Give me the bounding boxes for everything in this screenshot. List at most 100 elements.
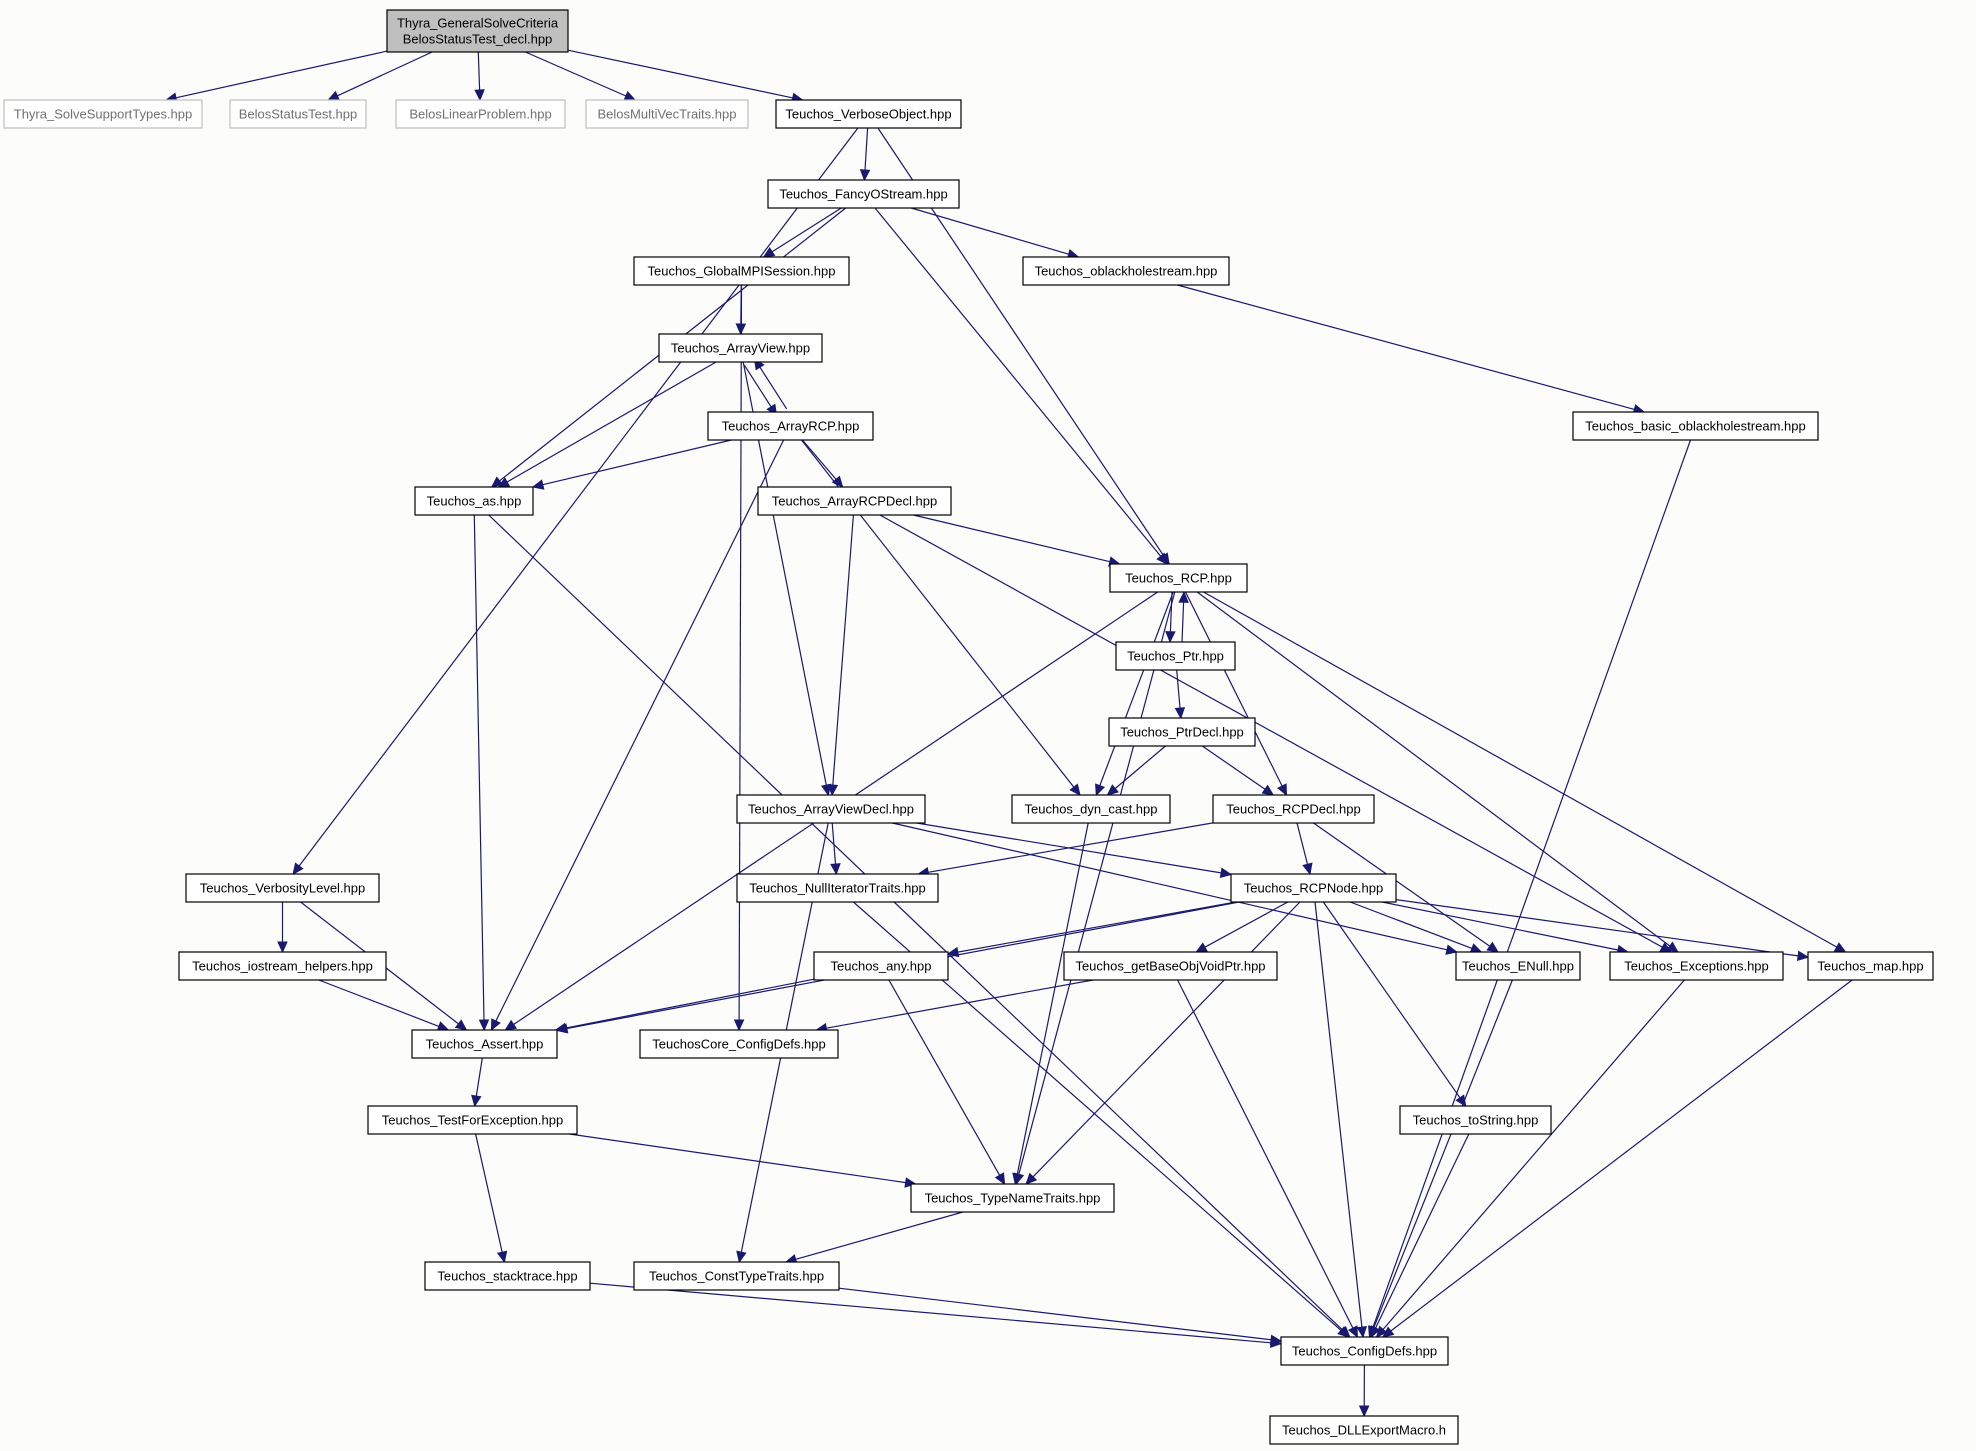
- edge-rcpnode-to-exceptions: [1382, 901, 1619, 951]
- node-arrayrcp[interactable]: Teuchos_ArrayRCP.hpp: [707, 411, 874, 441]
- edge-arrayrcp-to-arrayview: [759, 366, 788, 410]
- node-dllexport[interactable]: Teuchos_DLLExportMacro.h: [1269, 1415, 1459, 1445]
- node-box[interactable]: [736, 873, 939, 903]
- node-map[interactable]: Teuchos_map.hpp: [1807, 951, 1934, 981]
- edge-as-to-configdefs: [488, 514, 1344, 1331]
- node-box[interactable]: [411, 1029, 558, 1059]
- node-box[interactable]: [414, 486, 534, 516]
- node-box[interactable]: [633, 256, 850, 286]
- node-box[interactable]: [910, 1183, 1115, 1213]
- node-label: Thyra_GeneralSolveCriteria: [397, 16, 559, 31]
- node-box[interactable]: [1269, 1415, 1459, 1445]
- node-belosstatustest[interactable]: BelosStatusTest.hpp: [229, 99, 367, 129]
- node-label: Teuchos_basic_oblackholestream.hpp: [1585, 419, 1805, 434]
- arrowhead-verboseobject-to-fancyostream: [859, 169, 871, 182]
- node-box[interactable]: [1230, 873, 1397, 903]
- node-label: Teuchos_DLLExportMacro.h: [1282, 1423, 1446, 1438]
- node-ptr[interactable]: Teuchos_Ptr.hpp: [1115, 641, 1236, 671]
- node-box[interactable]: [395, 99, 566, 129]
- node-box[interactable]: [1807, 951, 1934, 981]
- node-tostring[interactable]: Teuchos_toString.hpp: [1399, 1105, 1552, 1135]
- node-box[interactable]: [633, 1261, 840, 1291]
- edge-rcpnode-to-getbaseobj: [1204, 901, 1289, 948]
- node-box[interactable]: [757, 486, 952, 516]
- node-rcp[interactable]: Teuchos_RCP.hpp: [1109, 563, 1248, 593]
- node-box[interactable]: [1108, 717, 1256, 747]
- node-box[interactable]: [1109, 563, 1248, 593]
- node-configdefs[interactable]: Teuchos_ConfigDefs.hpp: [1280, 1336, 1449, 1366]
- edge-rcp-to-exceptions: [1196, 591, 1671, 947]
- node-box[interactable]: [1572, 411, 1819, 441]
- node-layer: Thyra_GeneralSolveCriteriaBelosStatusTes…: [3, 9, 1934, 1445]
- node-solvesupport[interactable]: Thyra_SolveSupportTypes.hpp: [3, 99, 203, 129]
- node-box[interactable]: [1280, 1336, 1449, 1366]
- node-rcpnode[interactable]: Teuchos_RCPNode.hpp: [1230, 873, 1397, 903]
- node-as[interactable]: Teuchos_as.hpp: [414, 486, 534, 516]
- node-arrayviewdecl[interactable]: Teuchos_ArrayViewDecl.hpp: [736, 794, 926, 824]
- node-globalmpi[interactable]: Teuchos_GlobalMPISession.hpp: [633, 256, 850, 286]
- node-box[interactable]: [1115, 641, 1236, 671]
- node-belosmultivec[interactable]: BelosMultiVecTraits.hpp: [585, 99, 749, 129]
- node-box[interactable]: [1455, 951, 1581, 981]
- node-box[interactable]: [585, 99, 749, 129]
- arrowhead-arrayview-to-arrayviewdecl: [821, 783, 832, 797]
- node-any[interactable]: Teuchos_any.hpp: [813, 951, 949, 981]
- node-box[interactable]: [1011, 794, 1171, 824]
- node-box[interactable]: [1609, 951, 1784, 981]
- node-box[interactable]: [185, 873, 380, 903]
- edge-ptr-to-rcp: [1181, 602, 1185, 643]
- node-box[interactable]: [1022, 256, 1230, 286]
- edge-any-to-assert: [565, 978, 815, 1029]
- node-arrayrcpdecl[interactable]: Teuchos_ArrayRCPDecl.hpp: [757, 486, 952, 516]
- node-fancyostream[interactable]: Teuchos_FancyOStream.hpp: [767, 179, 960, 209]
- node-box[interactable]: [658, 333, 823, 363]
- node-box[interactable]: [386, 9, 569, 53]
- node-box[interactable]: [736, 794, 926, 824]
- node-verboseobject[interactable]: Teuchos_VerboseObject.hpp: [775, 99, 962, 129]
- node-typenametraits[interactable]: Teuchos_TypeNameTraits.hpp: [910, 1183, 1115, 1213]
- node-box[interactable]: [424, 1261, 591, 1291]
- node-stacktrace[interactable]: Teuchos_stacktrace.hpp: [424, 1261, 591, 1291]
- arrowhead-verboseobject-to-verbositylevel: [292, 862, 304, 875]
- node-nulliterator[interactable]: Teuchos_NullIteratorTraits.hpp: [736, 873, 939, 903]
- edge-root-to-beloslinear: [477, 51, 481, 91]
- node-label: Teuchos_ArrayRCP.hpp: [722, 419, 860, 434]
- node-box[interactable]: [707, 411, 874, 441]
- node-ptrdecl[interactable]: Teuchos_PtrDecl.hpp: [1108, 717, 1256, 747]
- node-dyncast[interactable]: Teuchos_dyn_cast.hpp: [1011, 794, 1171, 824]
- node-box[interactable]: [1063, 951, 1278, 981]
- node-iostreamhelpers[interactable]: Teuchos_iostream_helpers.hpp: [178, 951, 387, 981]
- arrowhead-iostreamhelpers-to-assert: [436, 1021, 450, 1032]
- node-rcpdecl[interactable]: Teuchos_RCPDecl.hpp: [1212, 794, 1375, 824]
- node-assert[interactable]: Teuchos_Assert.hpp: [411, 1029, 558, 1059]
- node-coreconfig[interactable]: TeuchosCore_ConfigDefs.hpp: [639, 1029, 839, 1059]
- node-box[interactable]: [229, 99, 367, 129]
- node-box[interactable]: [1212, 794, 1375, 824]
- node-box[interactable]: [3, 99, 203, 129]
- node-root[interactable]: Thyra_GeneralSolveCriteriaBelosStatusTes…: [386, 9, 569, 53]
- node-verbositylevel[interactable]: Teuchos_VerbosityLevel.hpp: [185, 873, 380, 903]
- node-exceptions[interactable]: Teuchos_Exceptions.hpp: [1609, 951, 1784, 981]
- edge-any-to-typenametraits: [888, 979, 1001, 1176]
- node-beloslinear[interactable]: BelosLinearProblem.hpp: [395, 99, 566, 129]
- arrowhead-ptrdecl-to-rcpdecl: [1261, 784, 1275, 796]
- node-oblackhole[interactable]: Teuchos_oblackholestream.hpp: [1022, 256, 1230, 286]
- node-arrayview[interactable]: Teuchos_ArrayView.hpp: [658, 333, 823, 363]
- arrowhead-arrayviewdecl-to-enull: [1445, 944, 1458, 955]
- arrowhead-root-to-belosmultivec: [623, 90, 637, 101]
- node-getbaseobj[interactable]: Teuchos_getBaseObjVoidPtr.hpp: [1063, 951, 1278, 981]
- edge-arrayview-to-as: [506, 361, 717, 483]
- edge-verboseobject-to-verbositylevel: [298, 127, 859, 867]
- node-box[interactable]: [178, 951, 387, 981]
- node-box[interactable]: [639, 1029, 839, 1059]
- node-basicoblack[interactable]: Teuchos_basic_oblackholestream.hpp: [1572, 411, 1819, 441]
- node-box[interactable]: [813, 951, 949, 981]
- node-box[interactable]: [767, 179, 960, 209]
- node-box[interactable]: [367, 1105, 578, 1135]
- arrowhead-map-to-configdefs: [1381, 1326, 1395, 1338]
- node-box[interactable]: [1399, 1105, 1552, 1135]
- node-enull[interactable]: Teuchos_ENull.hpp: [1455, 951, 1581, 981]
- node-box[interactable]: [775, 99, 962, 129]
- node-testforexception[interactable]: Teuchos_TestForException.hpp: [367, 1105, 578, 1135]
- node-consttypetraits[interactable]: Teuchos_ConstTypeTraits.hpp: [633, 1261, 840, 1291]
